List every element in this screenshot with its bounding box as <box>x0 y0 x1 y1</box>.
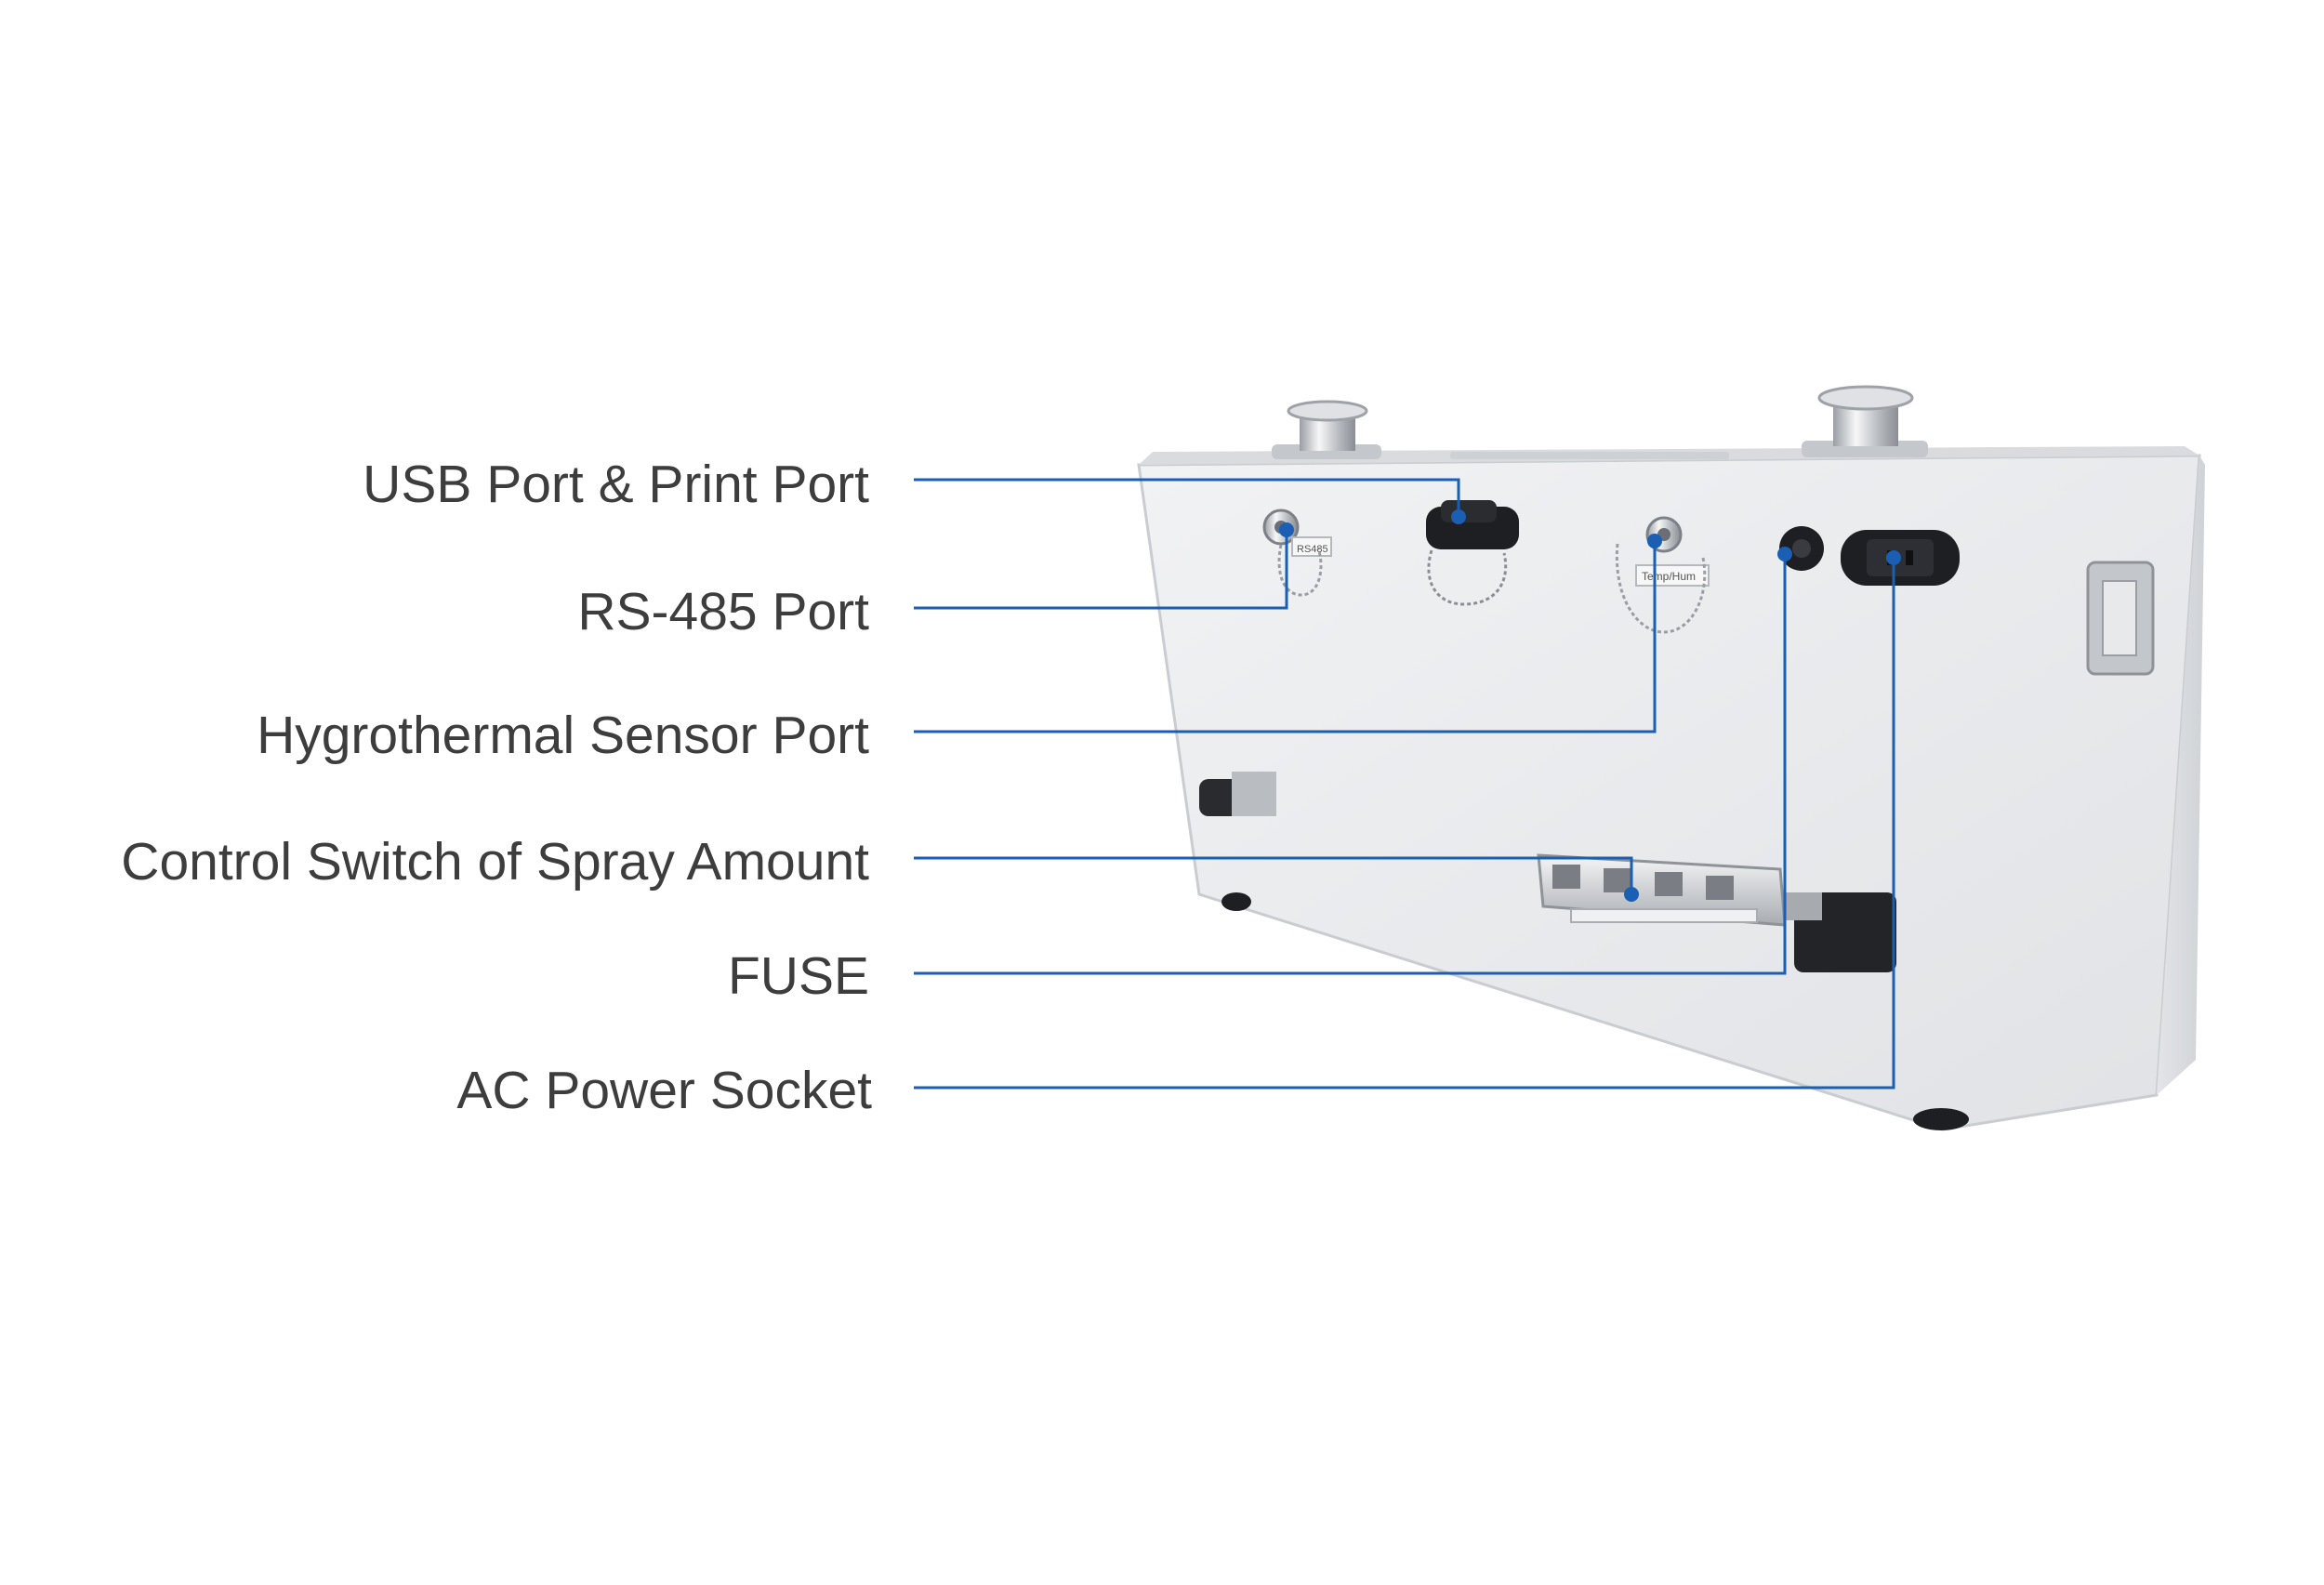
label-fuse: FUSE <box>728 946 869 1006</box>
callout-ac: AC Power Socket <box>456 550 1901 1120</box>
leader-line-ac <box>914 558 1895 1090</box>
callout-layer: USB Port & Print Port RS-485 Port Hygrot… <box>121 455 1901 1120</box>
label-ac: AC Power Socket <box>456 1061 872 1120</box>
leader-line-spray <box>914 856 1633 894</box>
label-hygro: Hygrothermal Sensor Port <box>257 706 869 765</box>
top-plate <box>1450 452 1729 459</box>
callout-hygro: Hygrothermal Sensor Port <box>257 534 1662 765</box>
leader-line-rs485 <box>914 530 1288 610</box>
leader-dot-rs485 <box>1279 522 1294 537</box>
top-flange-right <box>1802 385 1928 457</box>
callout-fuse: FUSE <box>728 547 1792 1006</box>
label-rs485: RS-485 Port <box>577 582 869 641</box>
label-usb-print: USB Port & Print Port <box>363 455 869 514</box>
callout-spray: Control Switch of Spray Amount <box>121 832 1639 902</box>
callout-rs485: RS-485 Port <box>577 522 1294 641</box>
side-handle <box>2086 561 2155 676</box>
fuse-holder-icon <box>1779 526 1824 571</box>
leader-line-hygro <box>914 541 1657 733</box>
foot-right <box>1913 1108 1969 1130</box>
callout-usb-print: USB Port & Print Port <box>363 455 1466 524</box>
hygro-tag: Temp/Hum <box>1642 570 1696 583</box>
leader-dot-spray <box>1624 887 1639 902</box>
usb-print-connector-icon <box>1426 500 1519 606</box>
foot-left <box>1221 892 1251 911</box>
leader-line-usb-print <box>914 478 1460 517</box>
leader-dot-hygro <box>1647 534 1662 548</box>
left-holder <box>1199 772 1276 816</box>
device-side-panel <box>2157 456 2205 1095</box>
spray-device-photo: RS485 Temp/Hum <box>1137 385 2205 1131</box>
leader-line-fuse <box>914 554 1787 975</box>
leader-dot-ac <box>1886 550 1901 565</box>
label-spray: Control Switch of Spray Amount <box>121 832 869 892</box>
leader-dot-fuse <box>1777 547 1792 561</box>
leader-dot-usb-print <box>1451 509 1466 524</box>
rs485-tag: RS485 <box>1297 544 1328 555</box>
right-holder <box>1785 892 1896 972</box>
top-flange-left <box>1272 400 1381 459</box>
